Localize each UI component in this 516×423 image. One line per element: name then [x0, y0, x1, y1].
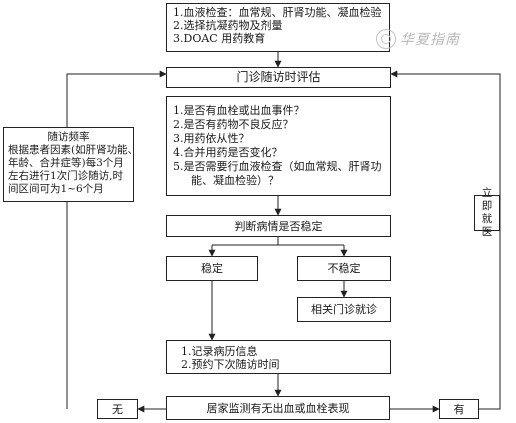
eval-question: 1.是否有血栓或出血事件？ — [173, 104, 305, 117]
followup-frequency-box: 随访频率 根据患者因素(如肝肾功能、 年龄、合并症等)每3个月 左右进行1次门诊… — [3, 127, 139, 202]
eval-title: 门诊随访时评估 — [236, 70, 321, 84]
judge-stability-box: 判断病情是否稳定 — [166, 215, 391, 237]
judge-stability-text: 判断病情是否稳定 — [234, 219, 323, 233]
record-line: 1.记录病历信息 — [181, 345, 258, 358]
record-line: 2.预约下次随访时间 — [181, 358, 280, 371]
initial-checks-box: 1.血液检查：血常规、肝肾功能、凝血检验 2.选择抗凝药物及剂量 3.DOAC … — [166, 3, 390, 52]
frequency-line: 年龄、合并症等)每3个月 — [8, 157, 124, 169]
eval-question: 能、凝血检验）？ — [191, 174, 279, 187]
eval-question: 5.是否需要行血液检查（如血常规、肝肾功 — [173, 160, 382, 173]
home-monitor-text: 居家监测有无出血或血栓表现 — [206, 401, 350, 415]
related-clinic-text: 相关门诊就诊 — [311, 303, 377, 316]
related-clinic-box: 相关门诊就诊 — [297, 297, 391, 322]
arrow-no-loop-to-eval — [66, 70, 167, 409]
record-box: 1.记录病历信息 2.预约下次随访时间 — [166, 340, 391, 374]
initial-check-line: 1.血液检查：血常规、肝肾功能、凝血检验 — [173, 6, 382, 19]
arrow-yes-loop-to-eval — [390, 70, 501, 410]
home-monitor-box: 居家监测有无出血或血栓表现 — [166, 396, 390, 420]
stable-box: 稳定 — [166, 256, 258, 281]
eval-title-box: 门诊随访时评估 — [166, 67, 391, 88]
seek-care-text: 立即就医 — [481, 187, 493, 238]
watermark-text: 华夏指南 — [400, 32, 460, 48]
eval-question: 3.用药依从性？ — [173, 132, 250, 145]
stable-text: 稳定 — [201, 262, 223, 275]
no-event-text: 无 — [112, 402, 123, 416]
frequency-line: 根据患者因素(如肝肾功能、 — [8, 144, 139, 156]
no-event-box: 无 — [97, 399, 138, 419]
frequency-line: 左右进行1次门诊随访,时 — [8, 170, 124, 182]
frequency-line: 间区间可为1~6个月 — [8, 183, 104, 195]
frequency-title: 随访频率 — [47, 131, 90, 143]
eval-questions-box: 1.是否有血栓或出血事件？ 2.是否有药物不良反应？ 3.用药依从性？ 4.合并… — [166, 96, 391, 196]
yes-event-box: 有 — [439, 399, 479, 419]
initial-check-line: 3.DOAC 用药教育 — [173, 32, 266, 45]
initial-check-line: 2.选择抗凝药物及剂量 — [173, 19, 283, 32]
watermark-logo-icon — [376, 29, 396, 49]
seek-care-box: 立即就医 — [474, 187, 500, 238]
unstable-box: 不稳定 — [297, 256, 391, 281]
eval-question: 2.是否有药物不良反应？ — [173, 118, 294, 131]
unstable-text: 不稳定 — [327, 262, 361, 275]
eval-question: 4.合并用药是否变化？ — [173, 146, 283, 159]
watermark: 华夏指南 — [376, 29, 460, 49]
yes-event-text: 有 — [453, 402, 465, 416]
